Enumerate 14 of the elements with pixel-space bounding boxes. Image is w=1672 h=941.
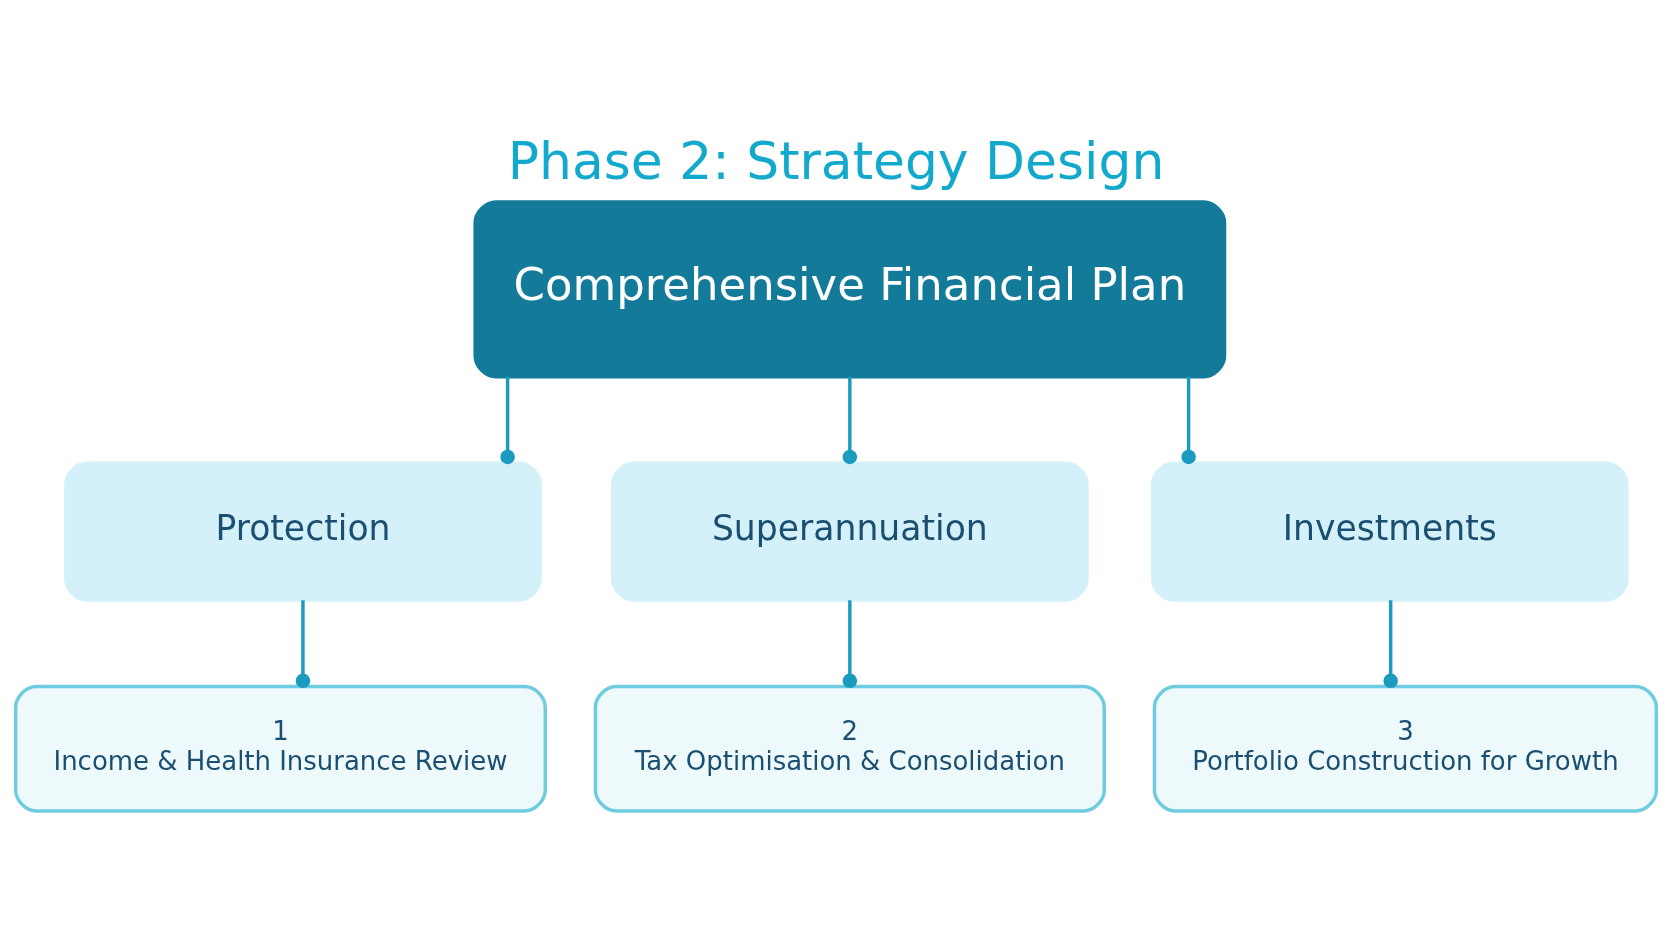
node-box: Superannuation: [611, 460, 1089, 602]
connector: [1383, 599, 1398, 688]
connector: [500, 376, 515, 464]
diagram-title: Phase 2: Strategy Design: [507, 130, 1165, 191]
node-box: 2 Tax Optimisation & Consolidation: [593, 684, 1106, 813]
node-box: Comprehensive Financial Plan: [473, 199, 1227, 378]
connector: [842, 599, 858, 688]
node-box: Investments: [1151, 460, 1629, 602]
node-box: 3 Portfolio Construction for Growth: [1152, 684, 1659, 813]
connector: [842, 376, 858, 464]
connector: [1181, 376, 1196, 464]
node-box: Protection: [64, 460, 542, 602]
connector: [295, 599, 311, 688]
node-box: 1 Income & Health Insurance Review: [13, 684, 547, 813]
